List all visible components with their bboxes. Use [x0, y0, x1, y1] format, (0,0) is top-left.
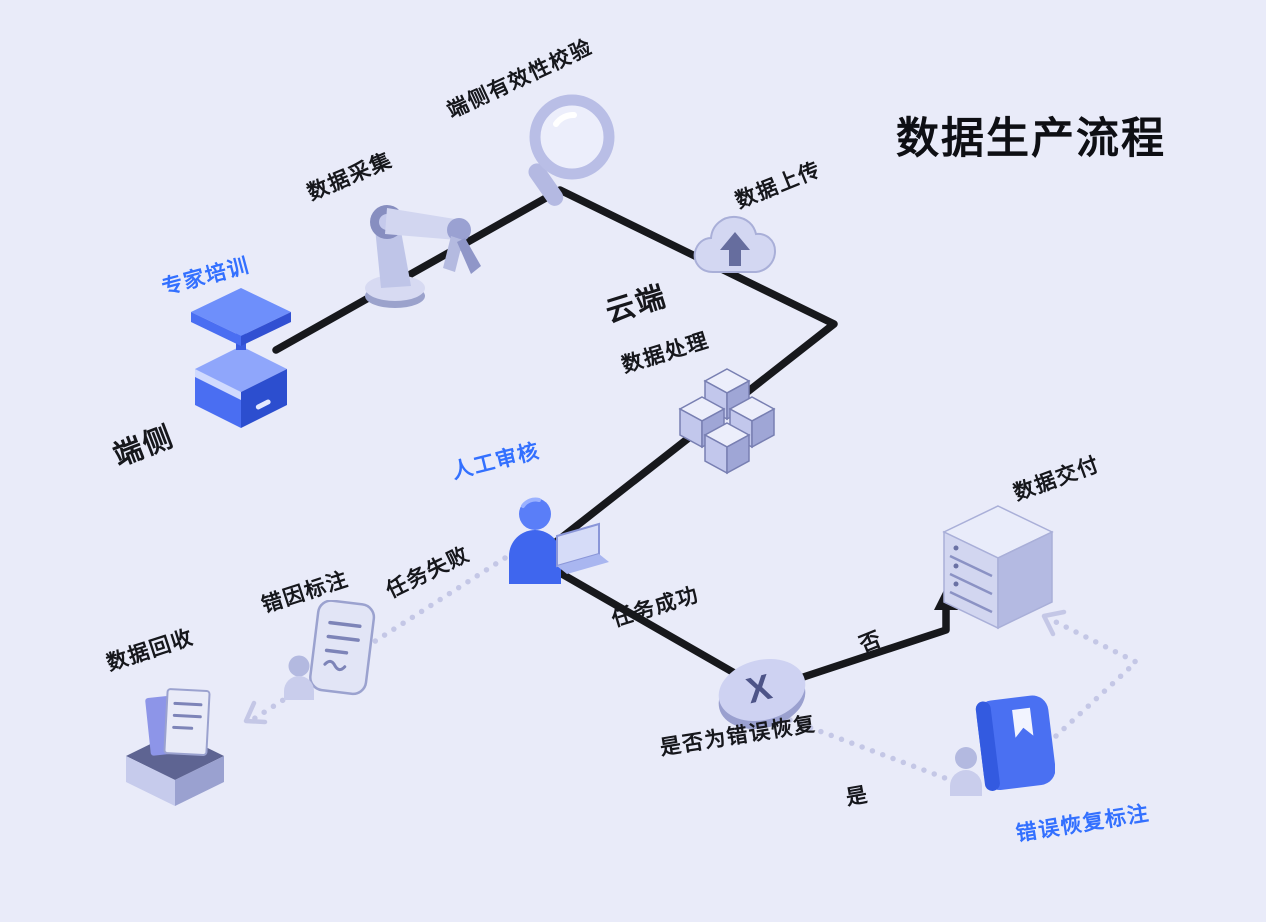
diagram-title: 数据生产流程: [896, 115, 1166, 163]
decision-ellipse-icon: [712, 642, 812, 745]
robot-arm-icon: [335, 180, 500, 315]
cubes-icon: [672, 365, 782, 482]
magnifier-icon: [512, 92, 617, 215]
recycle-box-icon: [120, 686, 230, 813]
podium-graduation-icon: [185, 288, 297, 435]
cloud-upload-icon: [690, 208, 780, 295]
person-laptop-icon: [495, 492, 610, 597]
recovery-chevron-arrow: [1041, 609, 1067, 637]
person-document-icon: [282, 599, 377, 713]
dotted-path-recovery-to-delivery: [1045, 615, 1141, 739]
server-icon: [938, 502, 1058, 637]
recycle-chevron-arrow: [243, 700, 268, 725]
flow-path-review-to-delivery: [544, 562, 950, 694]
person-book-icon: [950, 694, 1056, 811]
